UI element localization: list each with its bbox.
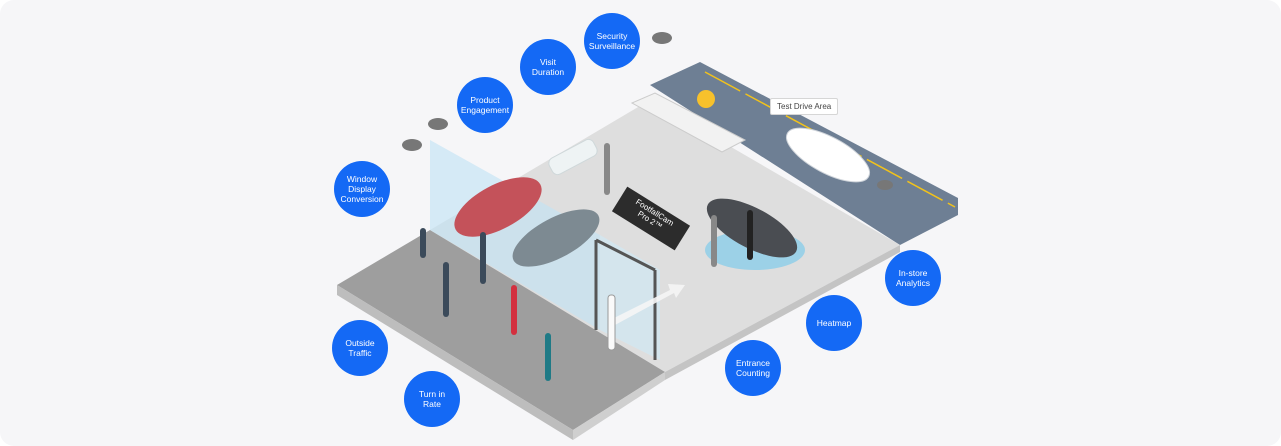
display-window-glass bbox=[430, 140, 600, 330]
camera-icon bbox=[652, 32, 672, 44]
people bbox=[420, 143, 753, 381]
reception-desk bbox=[630, 92, 747, 153]
sofa bbox=[548, 138, 598, 176]
coin-icon bbox=[697, 90, 715, 108]
red-car bbox=[454, 177, 542, 237]
grey-car bbox=[512, 209, 600, 267]
store-floor-edge bbox=[665, 245, 900, 380]
test-drive-area-label: Test Drive Area bbox=[770, 98, 839, 115]
entrance-arrow bbox=[610, 284, 685, 325]
gate-beam bbox=[595, 238, 656, 272]
feature-outside-traffic[interactable]: Outside Traffic bbox=[332, 320, 388, 376]
sidewalk bbox=[337, 230, 665, 430]
feature-visit-duration[interactable]: Visit Duration bbox=[520, 39, 576, 95]
camera-icon bbox=[877, 180, 893, 190]
feature-product-engagement[interactable]: Product Engagement bbox=[457, 77, 513, 133]
feature-in-store-analytics[interactable]: In-store Analytics bbox=[885, 250, 941, 306]
camera-icon bbox=[428, 118, 448, 130]
feature-entrance-counting[interactable]: Entrance Counting bbox=[725, 340, 781, 396]
sidewalk-edge bbox=[337, 285, 573, 440]
feature-window-display-conversion[interactable]: Window Display Conversion bbox=[334, 161, 390, 217]
white-car bbox=[786, 127, 870, 183]
feature-turn-in-rate[interactable]: Turn in Rate bbox=[404, 371, 460, 427]
feature-heatmap[interactable]: Heatmap bbox=[806, 295, 862, 351]
feature-security-surveillance[interactable]: Security Surveillance bbox=[584, 13, 640, 69]
sidewalk-edge-right bbox=[573, 372, 665, 440]
camera-icon bbox=[402, 139, 422, 151]
